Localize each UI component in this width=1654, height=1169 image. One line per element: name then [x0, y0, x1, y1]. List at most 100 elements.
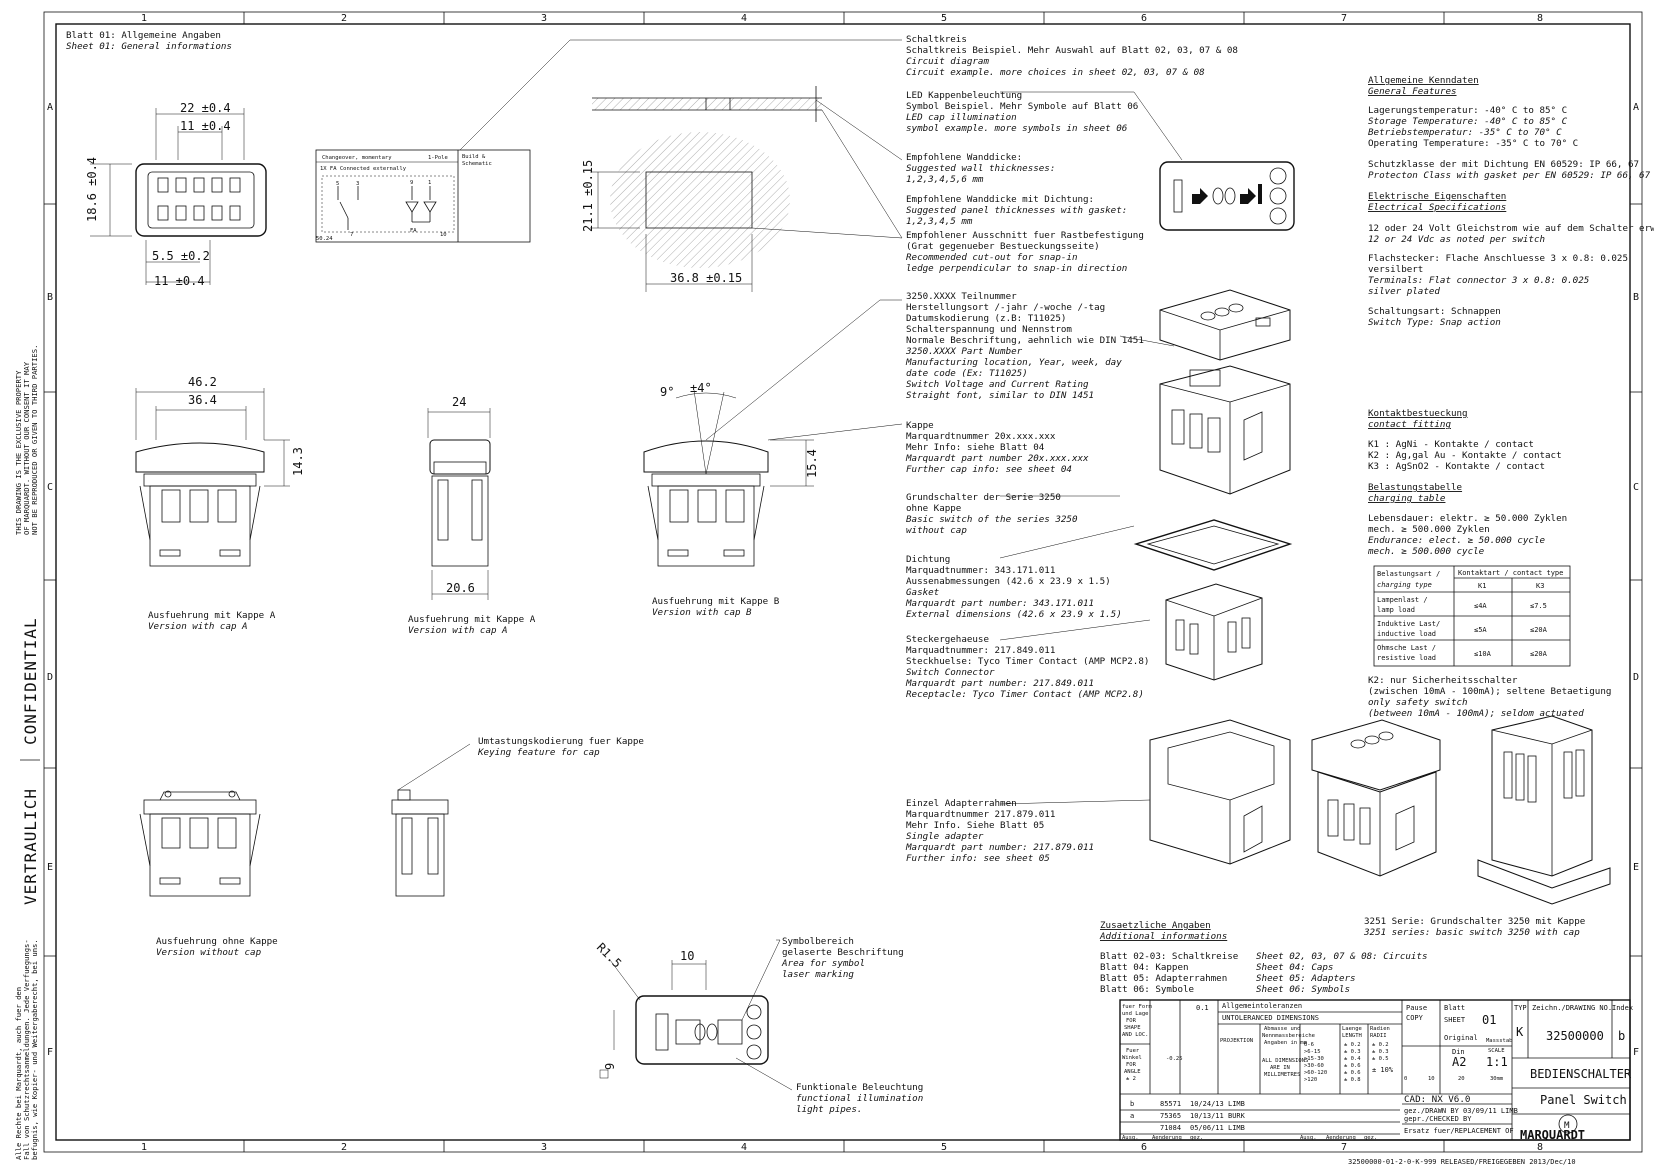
- callout-kappe-3: Mehr Info: siehe Blatt 04: [906, 442, 1045, 453]
- gen-k2note-1: K2: nur Sicherheitsschalter: [1368, 675, 1518, 686]
- view-no-cap-side: Umtastungskodierung fuer Kappe Keying fe…: [391, 736, 644, 897]
- tb-rev-3-by: LIMB: [1228, 1124, 1245, 1132]
- property-line-2: OF MARQUARDT. WITHOUT OUR CONSENT IT MAY: [22, 361, 31, 535]
- logo-letter: M: [1564, 1120, 1570, 1131]
- callout-led-en-1: LED cap illumination: [906, 112, 1017, 123]
- tb-pause-1: Pause: [1406, 1004, 1427, 1012]
- callout-aus-en-2: ledge perpendicular to snap-in direction: [906, 263, 1127, 274]
- table-h-kontakt: Kontaktart / contact type: [1458, 569, 1563, 577]
- cap-b-label-en: Version with cap B: [652, 607, 752, 618]
- tb-form-2: und Lage: [1122, 1011, 1149, 1017]
- callout-teil-en-1: 3250.XXXX Part Number: [905, 346, 1023, 357]
- tb-form-4: SHAPE: [1124, 1025, 1141, 1031]
- tb-rev-1-date: 10/24/13: [1190, 1100, 1224, 1108]
- callout-adapter-1: Einzel Adapterrahmen: [906, 798, 1017, 809]
- row-3-de: Ohmsche Last /: [1377, 644, 1436, 652]
- connector-end-view: 22 ±0.4 11 ±0.4 18.6 ±0.4 5.5 ±0.2 11 ±0…: [85, 101, 267, 288]
- tb-form-5: AND LOC.: [1122, 1032, 1149, 1038]
- released-stamp: 32500000-01-2-0-K-999 RELEASED/FREIGEGEB…: [1348, 1158, 1576, 1166]
- tb-rev-1-iss: b: [1130, 1100, 1134, 1108]
- func-label-en-1: functional illumination: [796, 1093, 923, 1104]
- tb-winkel-3: FOR: [1126, 1062, 1137, 1068]
- tb-range-4: >30-60: [1304, 1063, 1324, 1069]
- callout-led-2: Symbol Beispiel. Mehr Symbole auf Blatt …: [906, 101, 1138, 112]
- tb-din-1: Din: [1452, 1048, 1465, 1056]
- table-h-k1: K1: [1478, 582, 1486, 590]
- zone-col-4: 4: [741, 13, 747, 24]
- callout-dichtung-1: Dichtung: [906, 554, 950, 565]
- tb-blatt-2: SHEET: [1444, 1016, 1466, 1024]
- row-2-de: Induktive Last/: [1377, 620, 1440, 628]
- gen-operating: Operating Temperature: -35° C to 70° C: [1368, 138, 1578, 149]
- gen-life2: mech. ≥ 500.000 Zyklen: [1368, 524, 1490, 535]
- callout-led-1: LED Kappenbeleuchtung: [906, 90, 1022, 101]
- dim-9: 9: [603, 1063, 617, 1070]
- tb-abmasse-1: Abmasse und: [1264, 1026, 1300, 1032]
- zone-col-1: 1: [141, 13, 147, 24]
- callout-stecker-en-3: Receptacle: Tyco Timer Contact (AMP MCP2…: [906, 689, 1144, 700]
- schematic-title-3: 1X FA Connected externally: [320, 166, 407, 172]
- keying-label-de: Umtastungskodierung fuer Kappe: [478, 736, 644, 747]
- callout-kappe-1: Kappe: [906, 420, 934, 431]
- row-1-k3: ≤7.5: [1530, 602, 1547, 610]
- dim-18-6: 18.6 ±0.4: [85, 157, 99, 222]
- zone-col-8b: 8: [1537, 1142, 1543, 1153]
- callout-adapter-en-3: Further info: see sheet 05: [906, 853, 1050, 864]
- zone-col-3: 3: [541, 13, 547, 24]
- row-2-k3: ≤20A: [1530, 626, 1548, 634]
- tb-rev-2-date: 10/13/11: [1190, 1112, 1224, 1120]
- dim-r1-5: R1.5: [594, 940, 624, 970]
- gen-protect: Protecton Class with gasket per EN 60529…: [1368, 170, 1651, 181]
- add-row-3-de: Blatt 05: Adapterrahmen: [1100, 973, 1227, 984]
- gen-schutz: Schutzklasse der mit Dichtung EN 60529: …: [1368, 159, 1639, 170]
- row-2-k1: ≤5A: [1474, 626, 1487, 634]
- gen-h4: Belastungstabelle: [1368, 482, 1462, 493]
- cap-a2-label-en: Version with cap A: [408, 625, 508, 636]
- func-label-en-2: light pipes.: [796, 1104, 862, 1115]
- sheet-header-en: Sheet 01: General informations: [66, 41, 232, 52]
- row-1-de: Lampenlast /: [1377, 596, 1428, 604]
- symbol-label-en-1: Area for symbol: [781, 958, 865, 969]
- tb-rev-1-by: LIMB: [1228, 1100, 1245, 1108]
- tb-tol025: -0.25: [1166, 1056, 1183, 1062]
- callout-teil-2: Herstellungsort /-jahr /-woche /-tag: [906, 302, 1105, 313]
- property-line-3: NOT BE REPRODUCED OR GIVEN TO THIRD PART…: [30, 345, 39, 535]
- zone-row-e-r: E: [1633, 862, 1639, 873]
- dim-22: 22 ±0.4: [180, 101, 231, 115]
- gen-h3: Kontaktbestueckung: [1368, 408, 1468, 419]
- tb-laenge-1: Laenge: [1342, 1026, 1362, 1032]
- zone-col-4b: 4: [741, 1142, 747, 1153]
- confidential-label: CONFIDENTIAL: [21, 617, 40, 745]
- gen-k2note-en-2: (between 10mA - 100mA); seldom actuated: [1368, 708, 1584, 719]
- gen-k1: K1 : AgNi - Kontakte / contact: [1368, 439, 1534, 450]
- callout-adapter-en-2: Marquardt part number: 217.879.011: [905, 842, 1094, 853]
- add-row-4-de: Blatt 06: Symbole: [1100, 984, 1194, 995]
- gen-schalt: Schaltungsart: Schnappen: [1368, 306, 1501, 317]
- tb-din-2: A2: [1452, 1055, 1466, 1069]
- callout-stecker-2: Marquadtnummer: 217.849.011: [906, 645, 1055, 656]
- table-h-k3: K3: [1536, 582, 1544, 590]
- tb-form-1: fuer Form: [1122, 1004, 1152, 1010]
- additional-info: Zusaetzliche Angaben Additional informat…: [1099, 920, 1427, 995]
- callout-schaltkreis-2: Schaltkreis Beispiel. Mehr Auswahl auf B…: [906, 45, 1238, 56]
- tb-tick-20: 20: [1458, 1076, 1465, 1082]
- callout-kappe-en-1: Marquardt part number 20x.xxx.xxx: [905, 453, 1089, 464]
- callout-wand-en-1: Suggested wall thicknesses:: [906, 163, 1055, 174]
- gen-volt: 12 oder 24 Volt Gleichstrom wie auf dem …: [1368, 223, 1654, 234]
- tb-index: Index: [1612, 1004, 1633, 1012]
- zone-col-7: 7: [1341, 13, 1347, 24]
- tb-alldim-1: ALL DIMENSIONS: [1262, 1058, 1308, 1064]
- tb-rev-hdr-3: Aenderung: [1152, 1135, 1182, 1141]
- zone-col-1b: 1: [141, 1142, 147, 1153]
- tb-rev-hdr-1b: Ausg.: [1300, 1135, 1317, 1141]
- tb-projektion: PROJEKTION: [1220, 1038, 1253, 1044]
- callout-schaltkreis-en-1: Circuit diagram: [906, 56, 989, 67]
- cap-top-view: 10 R1.5 9 Symbolbereich gelaserte Beschr…: [594, 936, 923, 1115]
- tb-sheet-no: 01: [1482, 1013, 1496, 1027]
- tb-rev-2-iss: a: [1130, 1112, 1134, 1120]
- tb-rev-3-date: 05/06/11: [1190, 1124, 1224, 1132]
- zone-row-d-r: D: [1633, 672, 1639, 683]
- cap-a-label-en: Version with cap A: [148, 621, 248, 632]
- tb-rev-hdr-5b: gez.: [1364, 1135, 1377, 1141]
- tb-len-1: ± 0.2: [1344, 1042, 1361, 1048]
